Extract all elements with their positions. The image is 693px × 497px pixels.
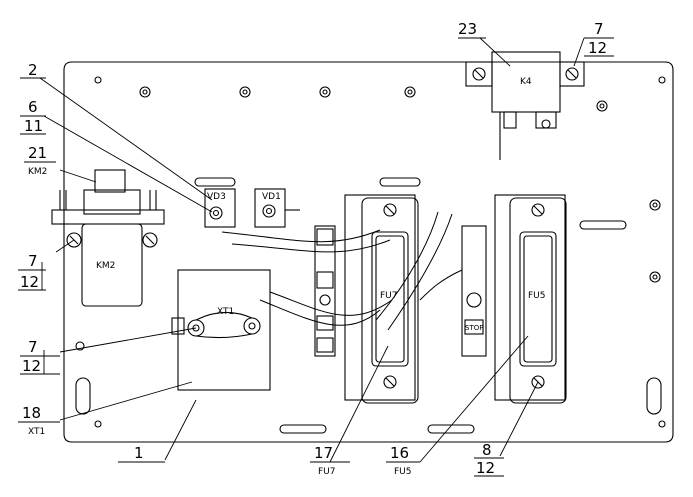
contactor-km2 bbox=[51, 169, 165, 307]
callout-18: 18 bbox=[22, 404, 41, 422]
part-label-km2: KM2 bbox=[96, 261, 115, 271]
callout-12-mid: 12 bbox=[22, 357, 41, 375]
callout-fu7-note: FU7 bbox=[318, 467, 336, 477]
part-label-vd1: VD1 bbox=[262, 192, 281, 202]
callout-21: 21 bbox=[28, 144, 47, 162]
callout-xt1-note: XT1 bbox=[28, 427, 45, 437]
callout-6: 6 bbox=[28, 98, 38, 116]
plate-holes bbox=[75, 76, 666, 428]
part-label-xt1: XT1 bbox=[217, 307, 234, 317]
wire-harness bbox=[221, 211, 463, 331]
mounting-plate bbox=[63, 61, 674, 443]
callout-8: 8 bbox=[482, 441, 492, 459]
callout-12-top: 12 bbox=[588, 39, 607, 57]
signal-column bbox=[461, 225, 487, 357]
fuse-holder-fu5 bbox=[494, 194, 567, 404]
callout-23: 23 bbox=[458, 20, 477, 38]
terminal-block-xt1 bbox=[171, 269, 271, 391]
callout-7-mid: 7 bbox=[28, 338, 38, 356]
callout-rules bbox=[18, 37, 614, 477]
plate-slots bbox=[75, 177, 662, 434]
callout-km2-note: KM2 bbox=[28, 167, 47, 177]
part-label-fu7: FU7 bbox=[380, 291, 398, 301]
part-label-k4: K4 bbox=[520, 77, 532, 87]
callout-7-left: 7 bbox=[28, 252, 38, 270]
callout-1: 1 bbox=[134, 444, 144, 462]
leader-lines bbox=[39, 37, 585, 463]
callout-11: 11 bbox=[24, 117, 43, 135]
callout-7-top: 7 bbox=[594, 20, 604, 38]
callout-16: 16 bbox=[390, 444, 409, 462]
callout-fu5-note: FU5 bbox=[394, 467, 412, 477]
part-label-stop: STOP bbox=[465, 324, 483, 332]
part-label-vd3: VD3 bbox=[207, 192, 226, 202]
fuse-holder-fu7 bbox=[344, 194, 419, 404]
part-label-fu5: FU5 bbox=[528, 291, 546, 301]
callout-12-left: 12 bbox=[20, 273, 39, 291]
indicator-column bbox=[314, 225, 336, 357]
callout-12-bot: 12 bbox=[476, 459, 495, 477]
diode-vd1 bbox=[254, 188, 300, 228]
callout-2: 2 bbox=[28, 61, 38, 79]
callout-17: 17 bbox=[314, 444, 333, 462]
relay-k4 bbox=[465, 51, 585, 160]
